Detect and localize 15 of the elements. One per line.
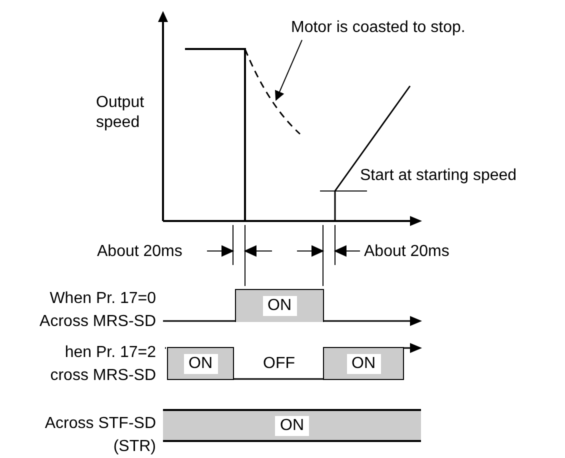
label-text: Across STF-SD (STR) [44, 414, 156, 457]
label-text: About 20ms [97, 242, 182, 262]
label-text: About 20ms [364, 242, 450, 262]
label-text: When Pr. 17=0 Across MRS-SD [38, 289, 156, 332]
state-text: ON [262, 296, 296, 316]
label-text: OFF [263, 354, 295, 374]
state-text: ON [275, 416, 309, 436]
callout-text: Motor is coasted to stop. [291, 18, 466, 38]
state-text: ON [346, 354, 380, 374]
label-text: hen Pr. 17=2 cross MRS-SD [49, 343, 156, 386]
state-text: ON [184, 354, 218, 374]
label-text: Start at starting speed [360, 166, 517, 186]
coast-curve [244, 48, 301, 135]
label-text: Output speed [96, 93, 146, 133]
leader-line [275, 40, 302, 101]
